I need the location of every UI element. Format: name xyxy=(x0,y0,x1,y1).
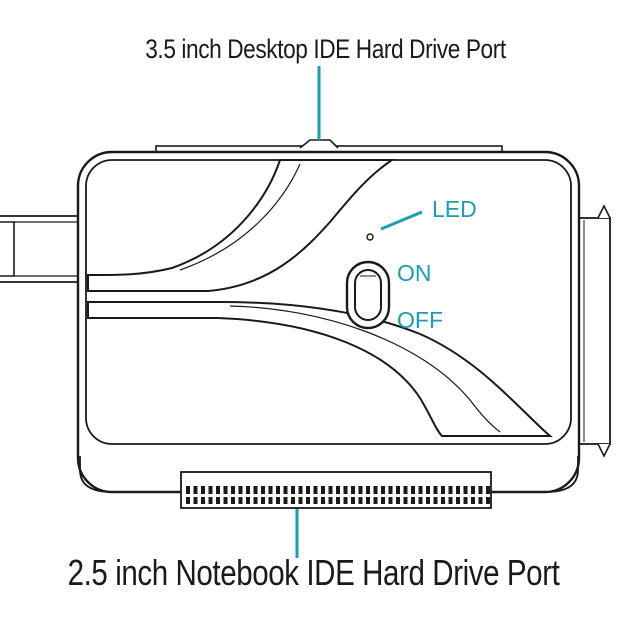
ide-pin xyxy=(186,497,190,504)
ide-pin xyxy=(216,486,220,494)
led-callout-leader xyxy=(380,210,423,231)
ide-pin xyxy=(471,486,475,494)
ide-pin xyxy=(231,486,235,494)
ide-pin xyxy=(193,497,198,504)
ide-pin xyxy=(478,497,483,504)
ide-pin xyxy=(478,486,483,494)
ide-pin xyxy=(411,497,415,504)
ide-pin xyxy=(403,497,408,504)
ide-pin xyxy=(261,486,265,494)
ide-pin xyxy=(441,497,445,504)
ide-pin xyxy=(306,497,310,504)
ide-pin xyxy=(381,497,385,504)
ide-pin xyxy=(403,486,408,494)
ide-pin xyxy=(261,497,265,504)
lower-swoosh xyxy=(87,301,553,437)
ide-pin xyxy=(351,486,355,494)
ide-pin xyxy=(253,486,258,494)
ide-pin xyxy=(246,497,250,504)
ide-pin xyxy=(336,497,340,504)
switch-on-label: ON xyxy=(397,260,432,286)
ide-pin xyxy=(283,486,288,494)
bottom-port-label: 2.5 inch Notebook IDE Hard Drive Port xyxy=(67,552,560,593)
ide-pin xyxy=(238,497,243,504)
ide-pin xyxy=(486,486,490,494)
ide-pin xyxy=(253,497,258,504)
ide-pin xyxy=(388,486,393,494)
ide-pin xyxy=(343,497,348,504)
ide-pin xyxy=(208,497,213,504)
ide-pin xyxy=(208,486,213,494)
ide-pin xyxy=(366,497,370,504)
ide-pin xyxy=(358,497,363,504)
ide-pin xyxy=(321,497,325,504)
ide-pin xyxy=(441,486,445,494)
ide-pin xyxy=(426,497,430,504)
ide-pin xyxy=(373,486,378,494)
ide-pin xyxy=(448,497,453,504)
top-port-label: 3.5 inch Desktop IDE Hard Drive Port xyxy=(145,34,506,64)
led-indicator xyxy=(366,233,374,241)
ide-pin xyxy=(201,486,205,494)
bottom-port-connector xyxy=(180,471,492,509)
ide-pin xyxy=(186,486,190,494)
ide-pin xyxy=(313,497,318,504)
ide-pin xyxy=(298,486,303,494)
ide-pin xyxy=(268,486,273,494)
ide-pin xyxy=(388,497,393,504)
usb-cable xyxy=(0,215,81,283)
ide-pin xyxy=(433,497,438,504)
ide-pin xyxy=(298,497,303,504)
led-label: LED xyxy=(432,196,477,222)
ide-pin xyxy=(328,497,333,504)
ide-pin xyxy=(268,497,273,504)
ide-pin xyxy=(291,486,295,494)
ide-pin xyxy=(276,486,280,494)
ide-pin xyxy=(351,497,355,504)
ide-pin xyxy=(433,486,438,494)
ide-pin xyxy=(418,497,423,504)
switch-off-label: OFF xyxy=(397,307,443,333)
ide-pin xyxy=(193,486,198,494)
ide-pin xyxy=(366,486,370,494)
ide-pin xyxy=(448,486,453,494)
ide-pin xyxy=(201,497,205,504)
ide-pin xyxy=(231,497,235,504)
ide-pin xyxy=(486,497,490,504)
ide-pin xyxy=(291,497,295,504)
ide-pin xyxy=(313,486,318,494)
ide-pin xyxy=(321,486,325,494)
ide-pin xyxy=(343,486,348,494)
ide-pin xyxy=(381,486,385,494)
ide-pin-row xyxy=(186,486,490,504)
ide-pin xyxy=(358,486,363,494)
ide-pin xyxy=(456,497,460,504)
power-switch xyxy=(345,260,391,330)
ide-pin xyxy=(373,497,378,504)
ide-pin xyxy=(336,486,340,494)
ide-pin xyxy=(396,486,400,494)
ide-pin xyxy=(463,486,468,494)
ide-pin xyxy=(276,497,280,504)
ide-pin xyxy=(411,486,415,494)
ide-pin xyxy=(418,486,423,494)
upper-swoosh xyxy=(87,159,396,292)
ide-pin xyxy=(223,497,228,504)
ide-pin xyxy=(471,497,475,504)
ide-pin xyxy=(463,497,468,504)
ide-pin xyxy=(306,486,310,494)
ide-pin xyxy=(223,486,228,494)
ide-pin xyxy=(246,486,250,494)
ide-pin xyxy=(238,486,243,494)
ide-pin xyxy=(456,486,460,494)
ide-pin xyxy=(283,497,288,504)
ide-pin xyxy=(216,497,220,504)
ide-pin xyxy=(328,486,333,494)
ide-pin xyxy=(426,486,430,494)
ide-pin xyxy=(396,497,400,504)
